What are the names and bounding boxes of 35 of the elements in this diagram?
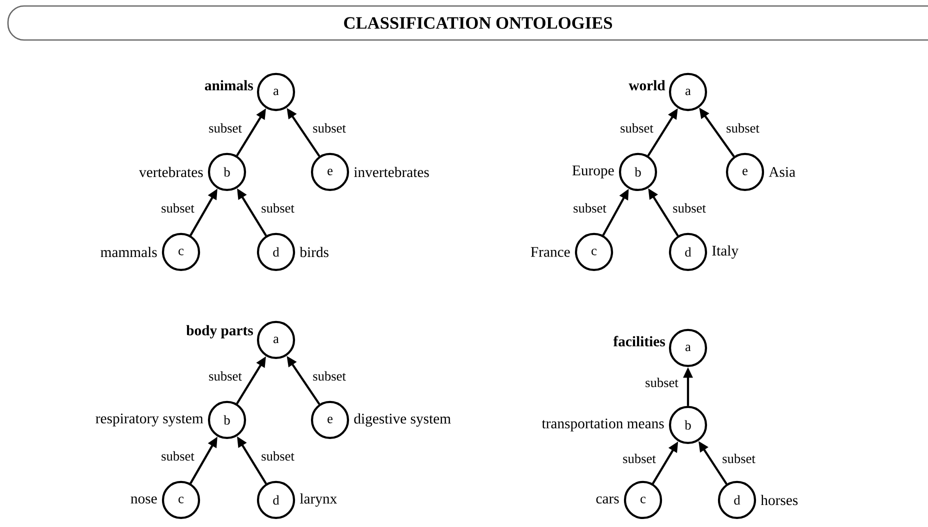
edge-label: subset bbox=[260, 450, 296, 462]
edge-label: subset bbox=[160, 450, 196, 462]
node-label: mammals bbox=[100, 246, 157, 258]
edge-label: subset bbox=[207, 370, 244, 382]
node-label: invertebrates bbox=[354, 166, 429, 178]
node-label: Italy bbox=[712, 245, 738, 259]
edge-label: subset bbox=[260, 202, 296, 214]
edge-label: subset bbox=[311, 370, 348, 382]
node-label: transportation means bbox=[542, 418, 664, 432]
node-label: cars bbox=[596, 496, 619, 504]
edge-label: subset bbox=[572, 202, 608, 214]
edge-label: subset bbox=[724, 122, 761, 134]
edge-label: subset bbox=[618, 122, 655, 134]
category-heading: world bbox=[628, 80, 666, 90]
node-label: horses bbox=[760, 494, 798, 506]
node-label: vertebrates bbox=[139, 166, 203, 178]
edge-label: subset bbox=[621, 452, 658, 465]
title-banner: CLASSIFICATION ONTOLOGIES bbox=[7, 5, 928, 41]
edge-label: subset bbox=[311, 122, 348, 134]
edge-label: subset bbox=[644, 376, 680, 389]
node-label: nose bbox=[130, 496, 157, 504]
edge-label: subset bbox=[160, 202, 196, 214]
node-label: Europe bbox=[572, 166, 614, 178]
node-label: France bbox=[530, 247, 570, 257]
node-label: larynx bbox=[300, 493, 337, 507]
node-label: digestive system bbox=[354, 413, 451, 427]
category-heading: animals bbox=[204, 80, 253, 90]
category-heading: facilities bbox=[613, 336, 665, 346]
edge-label: subset bbox=[720, 452, 757, 465]
node-label: respiratory system bbox=[96, 414, 204, 426]
category-heading: body parts bbox=[186, 325, 253, 338]
node-label: Asia bbox=[768, 167, 796, 177]
node-label: birds bbox=[300, 246, 328, 258]
edge-label: subset bbox=[207, 122, 244, 134]
edge-label: subset bbox=[671, 202, 708, 214]
